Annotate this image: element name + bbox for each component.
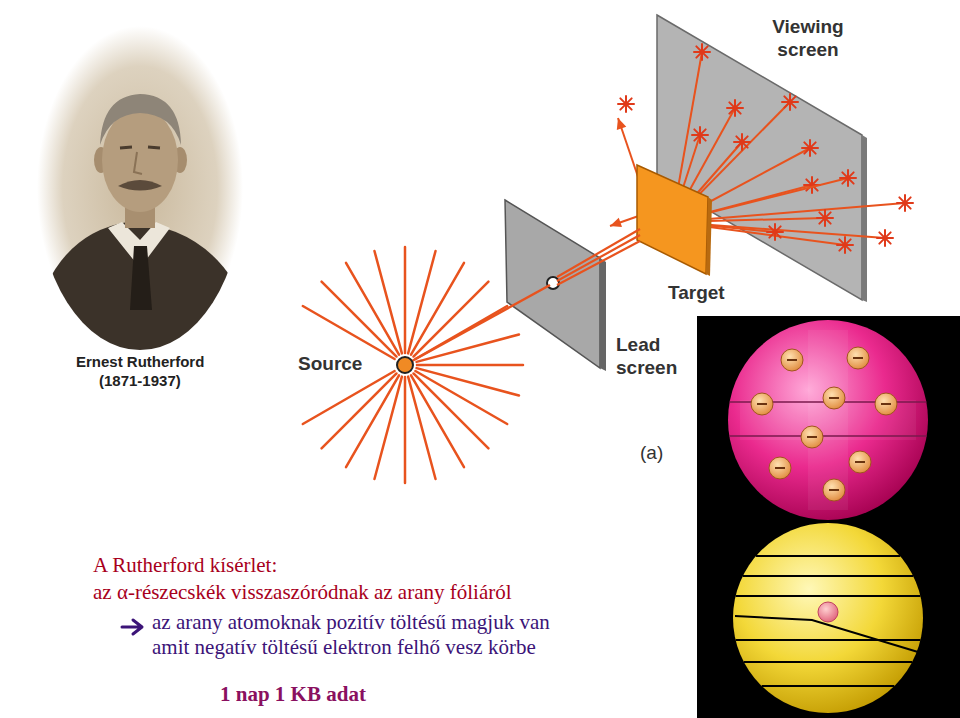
electron [847, 347, 869, 369]
electron-sign [787, 359, 797, 361]
electron-sign [807, 436, 817, 438]
electron-sign [829, 489, 839, 491]
alpha-ray [374, 251, 401, 353]
rutherford-model [733, 523, 923, 713]
electron-sign [855, 461, 865, 463]
atom-panel [697, 316, 960, 718]
screen-label: Lead screen [616, 334, 690, 380]
trajectory-line [744, 661, 912, 663]
beam-line [557, 241, 640, 285]
thomson-model [728, 320, 928, 520]
electron [849, 451, 871, 473]
scintillation-star [899, 197, 910, 208]
trajectory-line [756, 555, 900, 557]
slide-heading: A Rutherford kísérlet: [93, 553, 277, 578]
trajectory-line [736, 639, 921, 641]
portrait-dates: (1871-1937) [99, 372, 181, 390]
source-label: Source [298, 353, 362, 376]
electron [875, 393, 897, 415]
beam-line [412, 285, 550, 361]
body-text: az α-részecskék visszaszóródnak az arany… [93, 580, 512, 605]
alpha-ray [408, 377, 435, 479]
target-edge [706, 197, 712, 276]
beam-line [557, 229, 640, 277]
gold-foil-target [637, 165, 708, 274]
alpha-beam [412, 229, 640, 361]
portrait [36, 26, 246, 360]
electron [769, 457, 791, 479]
target-label: Target [668, 282, 725, 305]
viewing-screen-edge [862, 135, 867, 302]
figure-tag: (a) [640, 442, 663, 465]
trajectory-line [762, 685, 895, 687]
electron [781, 349, 803, 371]
scintillation-star [879, 232, 890, 243]
backscatter-arrowhead [610, 218, 622, 227]
lead-screen-edge [600, 258, 606, 371]
alpha-ray [346, 375, 399, 467]
scintillation-star [694, 129, 705, 140]
alpha-ray [404, 247, 407, 353]
electron [751, 393, 773, 415]
electron-sign [881, 403, 891, 405]
screen-label: Viewing screen [758, 16, 858, 62]
scintillation-star [769, 226, 780, 237]
arrow-symbol [122, 620, 142, 634]
electron-sign [775, 467, 785, 469]
alpha-ray [417, 364, 523, 367]
alpha-ray [415, 371, 507, 424]
portrait-caption: Ernest Rutherford [76, 353, 204, 371]
backscatter-arrowhead [617, 118, 626, 130]
trajectory-line [743, 575, 913, 577]
note-text: 1 nap 1 KB adat [220, 682, 366, 707]
scintillation-star [784, 96, 795, 107]
electron-sign [853, 357, 863, 359]
trajectory-line [736, 595, 921, 597]
lead-screen-hole [547, 277, 559, 289]
electron-sign [829, 397, 839, 399]
beam-line [557, 235, 640, 281]
nucleus [818, 602, 838, 622]
lead-screen [505, 200, 600, 368]
electron [823, 387, 845, 409]
alpha-ray [322, 373, 397, 448]
scintillation-star [620, 98, 631, 109]
scintillation-star [736, 136, 747, 147]
body-text: az arany atomoknak pozitív töltésű magju… [152, 610, 562, 660]
scintillation-star [842, 172, 853, 183]
alpha-ray [411, 263, 464, 355]
scintillation-star [696, 46, 707, 57]
scintillation-star [729, 102, 740, 113]
alpha-ray [303, 306, 395, 359]
trajectory-line [729, 435, 926, 437]
scintillation-star [839, 239, 850, 250]
electron [823, 479, 845, 501]
electron [801, 426, 823, 448]
electron-sign [757, 403, 767, 405]
scintillation-star [804, 142, 815, 153]
alpha-ray [303, 371, 395, 424]
scintillation-star [819, 212, 830, 223]
alpha-source [397, 357, 413, 373]
alpha-ray [417, 334, 519, 361]
alpha-ray [404, 377, 407, 483]
